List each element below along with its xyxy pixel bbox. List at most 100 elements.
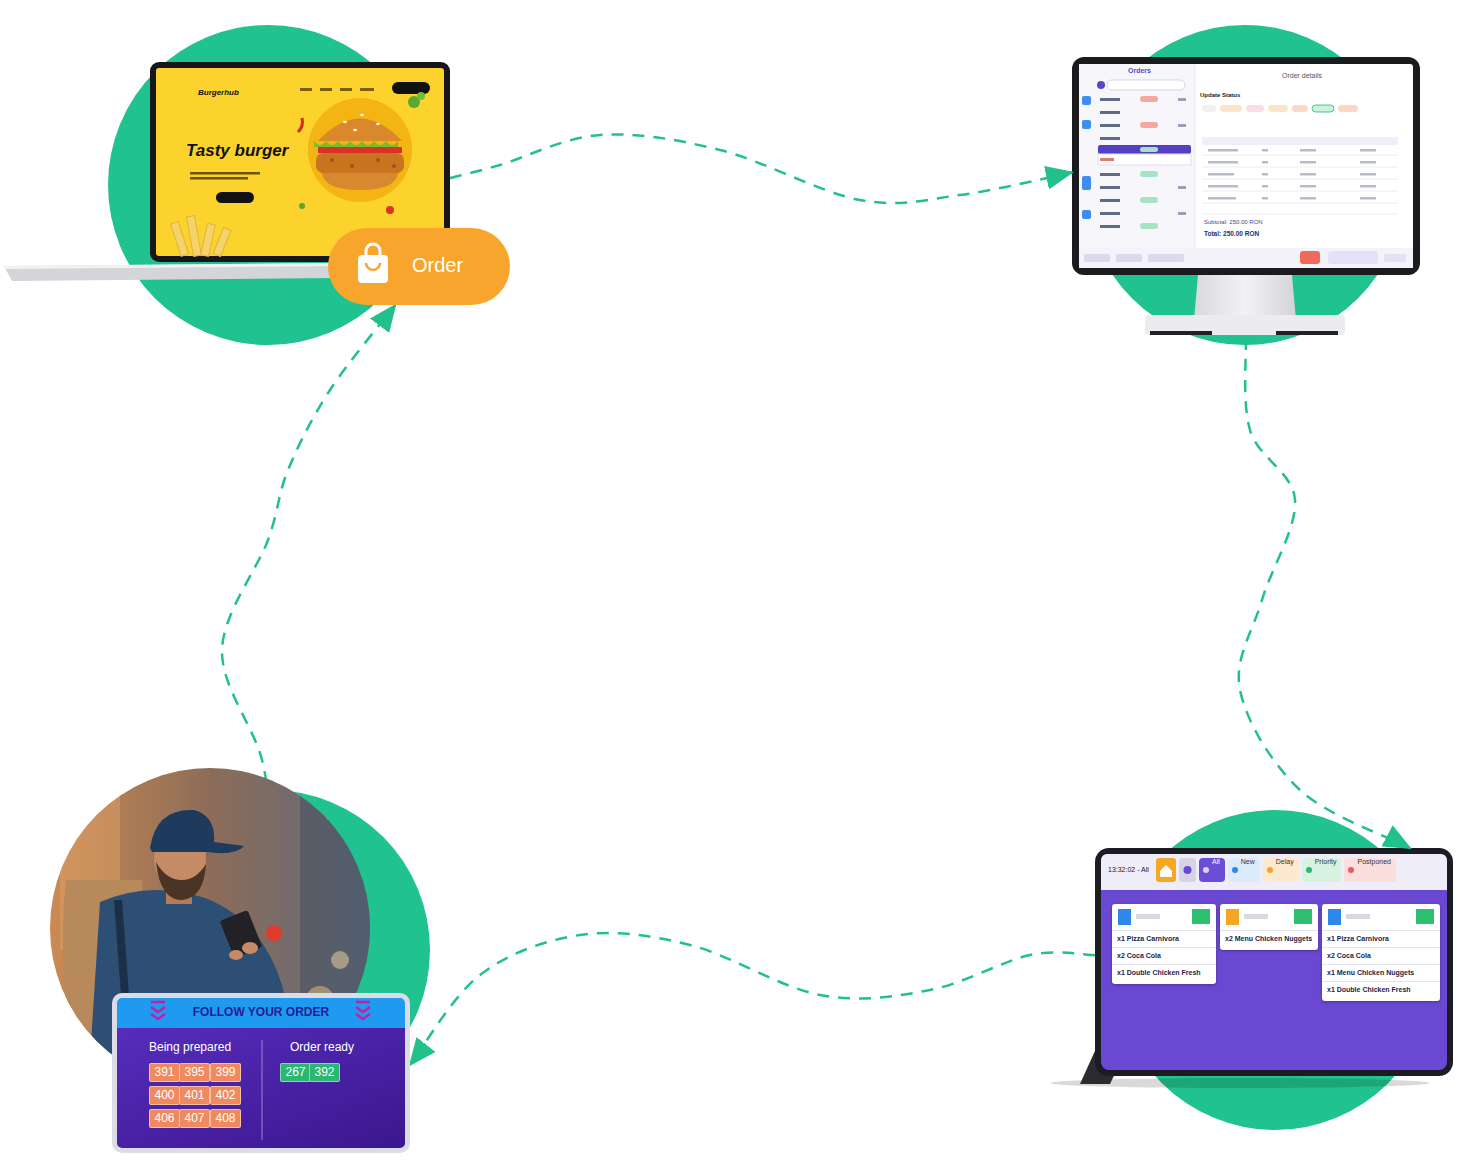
flow-arrow <box>410 933 1095 1065</box>
kitchen-tablet-part <box>1179 858 1196 882</box>
pos-monitor-part-part <box>1178 124 1186 127</box>
pos-monitor-part <box>1140 197 1158 203</box>
flow-arrow <box>1239 275 1410 848</box>
node-text: x1 Double Chicken Fresh <box>1322 981 1440 998</box>
order-number: 395 <box>179 1063 210 1082</box>
laptop-part <box>216 192 254 203</box>
pos-monitor-part-part <box>1262 197 1268 200</box>
status-tab: Delay <box>1263 858 1299 882</box>
pos-monitor-part-part <box>1178 212 1186 215</box>
courier-photo-part <box>229 950 243 960</box>
laptop-part <box>316 153 404 173</box>
node-text: Postponed <box>1357 858 1390 866</box>
node-text: 395 <box>180 1064 209 1081</box>
pos-monitor-part <box>1208 149 1376 200</box>
pos-monitor-part-part <box>1202 203 1398 204</box>
laptop-part <box>171 222 189 257</box>
laptop-part <box>392 82 430 94</box>
pos-monitor-part <box>1100 158 1114 161</box>
status-tab: All <box>1199 858 1225 882</box>
pos-monitor-part-part <box>1202 191 1398 192</box>
node-text: 408 <box>211 1110 240 1127</box>
pos-monitor-part <box>1140 147 1158 152</box>
node-text: 391 <box>150 1064 179 1081</box>
node-text: 402 <box>211 1087 240 1104</box>
node-text: 267 <box>281 1064 310 1081</box>
node-text: Order <box>412 254 463 277</box>
order-number: 408 <box>210 1109 241 1128</box>
pos-monitor-part-part <box>1100 212 1120 215</box>
pos-monitor-part-part <box>1300 185 1316 188</box>
order-number: 267 <box>280 1063 311 1082</box>
pos-monitor-part-part <box>1100 199 1120 202</box>
order-number: 402 <box>210 1086 241 1105</box>
laptop-part <box>190 172 260 175</box>
laptop-part <box>392 164 396 168</box>
node-text: 399 <box>211 1064 240 1081</box>
laptop-part <box>330 158 334 162</box>
laptop-part <box>340 88 352 91</box>
node-text: x2 Coca Cola <box>1322 947 1440 964</box>
pos-monitor-part <box>1300 251 1320 264</box>
kitchen-tablet-part <box>1156 858 1176 882</box>
order-number: 407 <box>179 1109 210 1128</box>
pos-monitor-part <box>1084 254 1110 262</box>
order-number: 392 <box>309 1063 340 1082</box>
pos-monitor-part-part <box>1262 149 1268 152</box>
laptop-part <box>187 216 202 257</box>
pos-monitor-part-part <box>1208 173 1234 176</box>
status-tab: Postponed <box>1344 858 1395 882</box>
laptop-part <box>360 88 374 91</box>
node-text: Orders <box>1128 67 1151 75</box>
laptop-part <box>308 98 412 202</box>
pos-monitor-part <box>1082 120 1091 129</box>
order-number: 391 <box>149 1063 180 1082</box>
pos-monitor-part-part <box>1178 186 1186 189</box>
pos-monitor-part-part <box>1262 185 1268 188</box>
node-text: 392 <box>310 1064 339 1081</box>
pos-monitor-part <box>1082 96 1091 105</box>
laptop-part <box>190 177 248 180</box>
laptop-part <box>314 141 398 147</box>
pos-monitor-part <box>1097 81 1105 89</box>
order-number: 400 <box>149 1086 180 1105</box>
pos-monitor-part-part <box>1100 173 1120 176</box>
flow-arrow <box>450 134 1072 203</box>
pos-monitor-part-part <box>1202 179 1398 180</box>
courier-photo-part <box>266 925 282 941</box>
node-text: Priority <box>1315 858 1337 866</box>
pos-monitor-part-part <box>1100 111 1120 114</box>
laptop-part <box>360 114 364 116</box>
node-text: 400 <box>150 1087 179 1104</box>
pos-monitor-part <box>1178 98 1186 215</box>
node-text: Burgerhub <box>198 88 239 97</box>
pos-monitor-part-part <box>1300 149 1316 152</box>
pos-monitor-part <box>1107 80 1185 90</box>
pos-monitor-part <box>1072 57 1420 275</box>
pos-monitor-part-part <box>1208 149 1238 152</box>
laptop-part <box>298 118 303 132</box>
kitchen-tablet-part <box>1184 866 1192 874</box>
pos-monitor-part <box>1246 105 1264 112</box>
node-text: Order details <box>1282 72 1322 80</box>
node-text: x2 Coca Cola <box>1112 947 1216 964</box>
pos-monitor-part-part <box>1300 161 1316 164</box>
laptop-part <box>376 123 380 125</box>
node-text: Being prepared <box>149 1041 231 1055</box>
laptop-part <box>353 129 357 131</box>
pos-monitor-part <box>1384 254 1406 262</box>
node-text: x1 Pizza Carnivora <box>1112 930 1216 947</box>
status-tab: New <box>1228 858 1260 882</box>
order-ticket: x1 Pizza Carnivorax2 Coca Colax1 Menu Ch… <box>1322 904 1440 1001</box>
order-number: 401 <box>179 1086 210 1105</box>
pos-monitor-part <box>1202 155 1398 214</box>
order-ticket: x2 Menu Chicken Nuggets <box>1220 904 1318 950</box>
pos-monitor-part-part <box>1202 214 1398 215</box>
laptop-part <box>322 173 398 190</box>
monitor-stand-part <box>1194 275 1296 320</box>
courier-photo-part <box>331 951 349 969</box>
node-text: 407 <box>180 1110 209 1127</box>
node-text: New <box>1241 858 1255 866</box>
laptop-part <box>320 88 332 91</box>
